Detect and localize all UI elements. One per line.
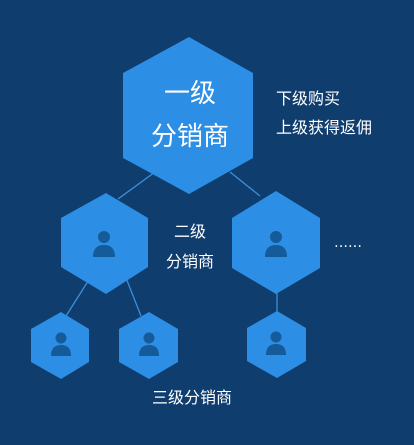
connector-top-right (229, 171, 261, 197)
ellipsis-more: …… (334, 235, 362, 251)
person-icon (93, 231, 115, 257)
annotation-line2: 上级获得返佣 (276, 118, 373, 137)
top-node-label-line2: 分销商 (150, 122, 229, 152)
connector-left-child1 (65, 277, 91, 317)
connector-top-left (117, 171, 156, 200)
second-level-label-line1: 二级 (173, 222, 206, 241)
person-icon (266, 331, 286, 355)
connector-left-child2 (125, 277, 142, 317)
second-level-label-line2: 分销商 (165, 252, 214, 271)
first-level-distributor-node (123, 37, 253, 194)
person-icon (51, 332, 71, 356)
person-icon (265, 231, 287, 257)
second-level-node-left (61, 193, 148, 294)
annotation-line1: 下级购买 (276, 89, 341, 108)
third-level-label: 三级分销商 (151, 388, 232, 407)
top-node-label-line1: 一级 (163, 79, 216, 109)
person-icon (139, 332, 159, 356)
